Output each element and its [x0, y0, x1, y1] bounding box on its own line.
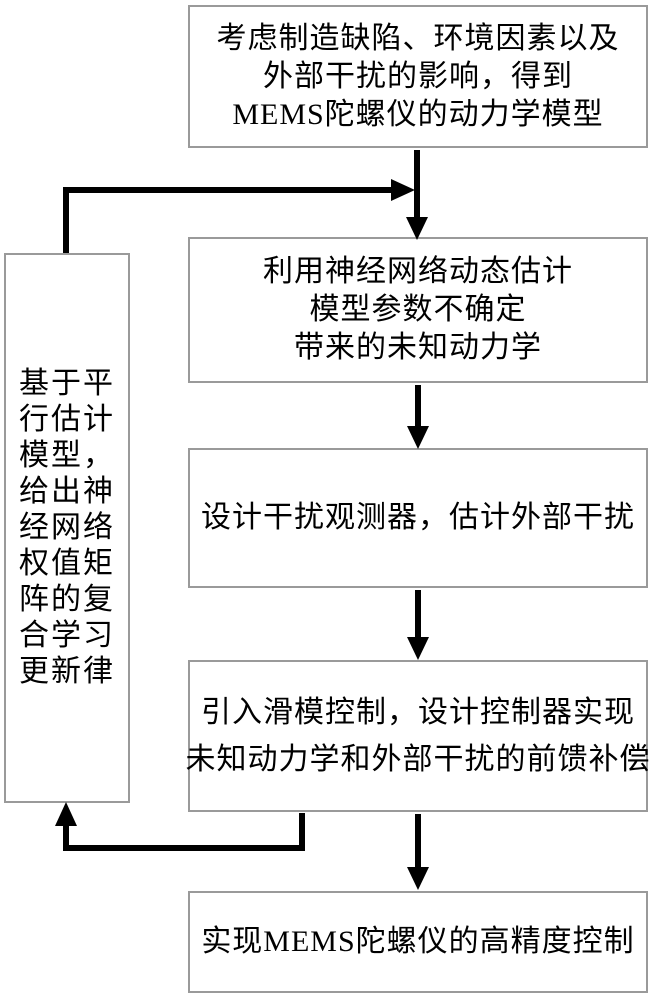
arrow-dynamics-to-nn	[406, 150, 428, 240]
arrow-observer-to-smc	[407, 590, 429, 660]
flow-box-sliding-mode-control: 引入滑模控制，设计控制器实现 未知动力学和外部干扰的前馈补偿	[185, 660, 651, 812]
flow-box-text-line: 权值矩	[19, 547, 115, 580]
flow-box-text-line: 更新律	[19, 655, 115, 688]
flow-box-dynamics-model: 考虑制造缺陷、环境因素以及 外部干扰的影响，得到 MEMS陀螺仪的动力学模型	[188, 5, 648, 148]
flow-box-composite-learning: 基于平 行估计 模型， 给出神 经网络 权值矩 阵的复 合学习 更新律	[4, 253, 130, 803]
flow-box-text-line: MEMS陀螺仪的动力学模型	[232, 97, 604, 131]
flow-box-text-line: 模型，	[19, 439, 115, 472]
flow-box-text-line: 外部干扰的影响，得到	[263, 59, 573, 93]
flow-box-text-line: 设计干扰观测器，估计外部干扰	[201, 501, 635, 534]
flow-box-text-line: 合学习	[19, 619, 115, 652]
arrow-nn-to-observer	[407, 385, 429, 449]
flow-box-high-precision-control: 实现MEMS陀螺仪的高精度控制	[188, 891, 648, 993]
flow-box-text-line: 带来的未知动力学	[294, 331, 542, 364]
flow-box-nn-estimation: 利用神经网络动态估计 模型参数不确定 带来的未知动力学	[188, 237, 648, 383]
flow-box-text-line: 给出神	[19, 475, 115, 508]
flow-box-text-line: 模型参数不确定	[309, 293, 527, 326]
flow-box-text-line: 引入滑模控制，设计控制器实现	[201, 696, 635, 729]
flow-box-text-line: 实现MEMS陀螺仪的高精度控制	[201, 925, 635, 958]
flow-box-text-line: 行估计	[19, 403, 115, 436]
flow-box-text-line: 基于平	[19, 367, 115, 400]
flow-box-text-line: 阵的复	[19, 583, 115, 616]
flow-box-text-line: 经网络	[19, 511, 115, 544]
flow-box-text-line: 利用神经网络动态估计	[263, 255, 573, 288]
flow-box-text-line: 考虑制造缺陷、环境因素以及	[216, 21, 620, 55]
flow-box-disturbance-observer: 设计干扰观测器，估计外部干扰	[188, 448, 648, 588]
flow-box-text-line: 未知动力学和外部干扰的前馈补偿	[185, 743, 651, 776]
arrow-smc-to-control	[407, 814, 429, 890]
